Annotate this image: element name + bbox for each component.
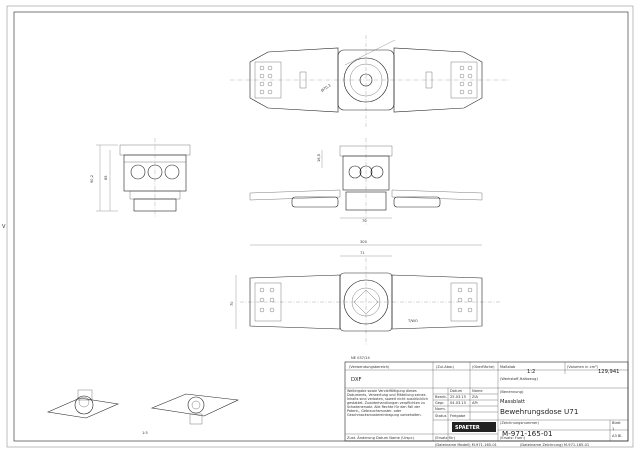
scale-label: Maßstab (500, 365, 516, 369)
company-logo (452, 422, 496, 432)
sheet-label: Blatt (612, 421, 621, 425)
dim-plan-length: 300 (360, 240, 368, 244)
row-drawn: Bearb. (435, 395, 447, 399)
dim-diameter: Ø70,3 (320, 83, 332, 93)
drawing-filename: (Dateiname Zeichnung) M-971-165-01 (520, 443, 589, 447)
row-status: Status (435, 414, 447, 418)
legal-notice: Weitergabe sowie Vervielfältigung dieses… (347, 389, 428, 417)
volume-value: 129,941 (598, 369, 619, 375)
drawing-border (13, 11, 629, 442)
company-name: SPAETER (455, 425, 480, 431)
distribution-label: (Verwendungsbereich) (349, 365, 390, 369)
status-value: Freigabe (450, 414, 466, 418)
plate-text: T/WO (407, 319, 418, 323)
surface-label: (Oberfläche) (472, 365, 495, 369)
title-block: NE 037/14 (Verwendungsbereich) DXF (Zul.… (344, 356, 629, 447)
scale-value: 1:2 (527, 369, 535, 375)
drawn-date: 25.03.15 (450, 395, 466, 399)
dim-plan-center: 71 (360, 251, 365, 255)
ne-ref: NE 037/14 (351, 356, 370, 360)
distribution-value: DXF (351, 377, 362, 383)
designation-label: (Benennung) (500, 390, 524, 394)
row-checked: Gepr. (435, 401, 445, 405)
isometric-views: 1:5 (46, 389, 240, 435)
plan-view: 300 71 70 T/WO (230, 240, 500, 345)
tolerance-label: (Zul.Abw.) (436, 365, 455, 369)
sheet-frame (6, 5, 634, 448)
drawing-number-label: (Zeichnungsnummer) (500, 421, 540, 425)
model-filename: (Dateiname Modell) M-971-165-01 (435, 443, 497, 447)
dim-front-width: 70 (362, 219, 367, 223)
sheet-format: A3 Bl. (612, 434, 623, 438)
drawn-name: ZiA (472, 395, 478, 399)
replacement-label: (Ersatz für) (435, 436, 456, 440)
revision-columns: Zust. Änderung Datum Name (Urspr.) (347, 435, 415, 440)
side-view: 90,2 85 (90, 138, 191, 218)
iso-scale-label: 1:5 (142, 431, 148, 435)
volume-label: (Volumen in cm³) (567, 365, 599, 369)
drawing-number: M-971-165-01 (502, 429, 553, 438)
drawing-subtitle: Bewehrungsdose U71 (500, 407, 578, 416)
replacement-value: (Ersatz: Fuer:) (500, 436, 526, 440)
checked-date: 04.03.15 (450, 401, 466, 405)
edge-mark: V (2, 224, 6, 230)
dim-plan-width: 70 (230, 301, 234, 306)
dim-height-outer: 90,2 (90, 175, 94, 183)
row-norm: Norm. (435, 407, 446, 411)
dim-front-height: 16,5 (317, 154, 321, 162)
front-view: 16,5 70 (249, 138, 483, 225)
col-date: Datum (450, 389, 463, 393)
drawing-title: Massblatt (500, 399, 525, 405)
checked-name: APr (472, 401, 479, 405)
material-label: (Werkstoff,Halbzeug) (500, 377, 538, 381)
sheet-number: 1 (612, 427, 614, 431)
dim-height-inner: 85 (104, 175, 108, 180)
top-view: Ø70,3 (230, 35, 510, 128)
col-name: Name (472, 389, 483, 393)
